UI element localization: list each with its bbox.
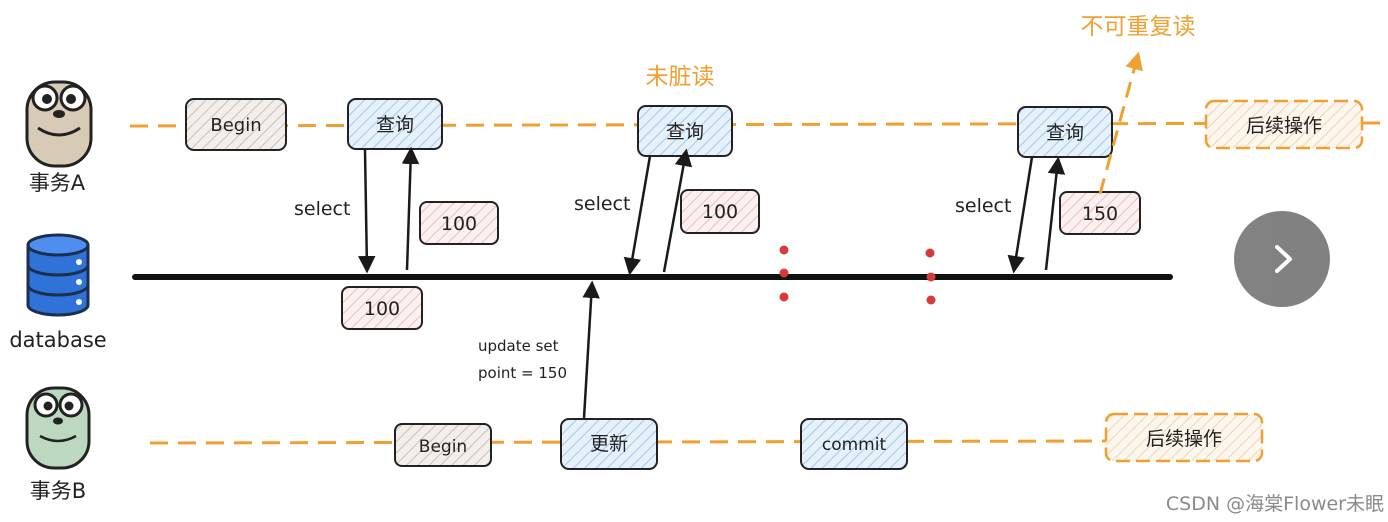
result-box-1: 100 (419, 201, 499, 245)
select-arrow-down-2 (623, 155, 652, 276)
result-box-2: 100 (680, 189, 760, 234)
begin-box-a: Begin (185, 98, 287, 151)
ellipsis-dots-2 (925, 248, 936, 305)
transaction-a-label: 事务A (29, 171, 86, 195)
result-arrow-up-3 (1044, 156, 1066, 271)
gopher-a-icon (25, 80, 93, 168)
update-stmt-line2: point = 150 (478, 364, 567, 382)
lane-a-timeline (129, 121, 1381, 128)
select-label-2: select (574, 193, 630, 215)
query-box-3: 查询 (1017, 106, 1113, 158)
database-label: database (9, 328, 106, 352)
result-label-2: 100 (702, 201, 738, 223)
database-icon (26, 233, 90, 317)
result-arrow-up-1 (401, 146, 420, 271)
query-box-1: 查询 (347, 98, 443, 150)
begin-box-b: Begin (394, 423, 492, 467)
query-label-1: 查询 (376, 114, 414, 136)
followup-box-a: 后续操作 (1204, 99, 1364, 150)
followup-box-b: 后续操作 (1104, 412, 1264, 463)
select-label-1: select (294, 198, 350, 220)
update-box: 更新 (560, 418, 658, 470)
select-arrow-down-3 (1007, 156, 1034, 274)
begin-label-b: Begin (419, 437, 467, 457)
result-arrow-up-2 (662, 148, 693, 273)
transaction-b-label: 事务B (30, 479, 86, 503)
gopher-b-icon (25, 386, 91, 470)
not-dirty-read-label: 未脏读 (646, 64, 715, 90)
non-repeatable-read-label: 不可重复读 (1081, 14, 1196, 40)
followup-label-b: 后续操作 (1146, 428, 1222, 450)
commit-box: commit (800, 418, 908, 470)
result-box-3: 150 (1059, 191, 1141, 235)
query-box-2: 查询 (637, 105, 733, 157)
watermark: CSDN @海棠Flower未眠 (1165, 493, 1384, 515)
update-label: 更新 (590, 433, 628, 455)
update-stmt-line1: update set (478, 337, 559, 355)
query-label-2: 查询 (666, 121, 704, 143)
commit-label: commit (822, 435, 887, 455)
update-arrow-up (582, 280, 600, 419)
db-value-box: 100 (341, 286, 423, 330)
next-slide-button[interactable] (1234, 211, 1330, 307)
result-label-3: 150 (1082, 203, 1118, 225)
chevron-right-icon (1275, 245, 1292, 273)
ellipsis-dots-1 (779, 245, 789, 302)
query-label-3: 查询 (1046, 122, 1084, 144)
db-value-label: 100 (364, 298, 400, 320)
select-arrow-down-1 (358, 149, 376, 274)
result-label-1: 100 (441, 213, 477, 235)
followup-label-a: 后续操作 (1246, 115, 1322, 137)
begin-label-a: Begin (210, 115, 261, 136)
select-label-3: select (955, 195, 1011, 217)
